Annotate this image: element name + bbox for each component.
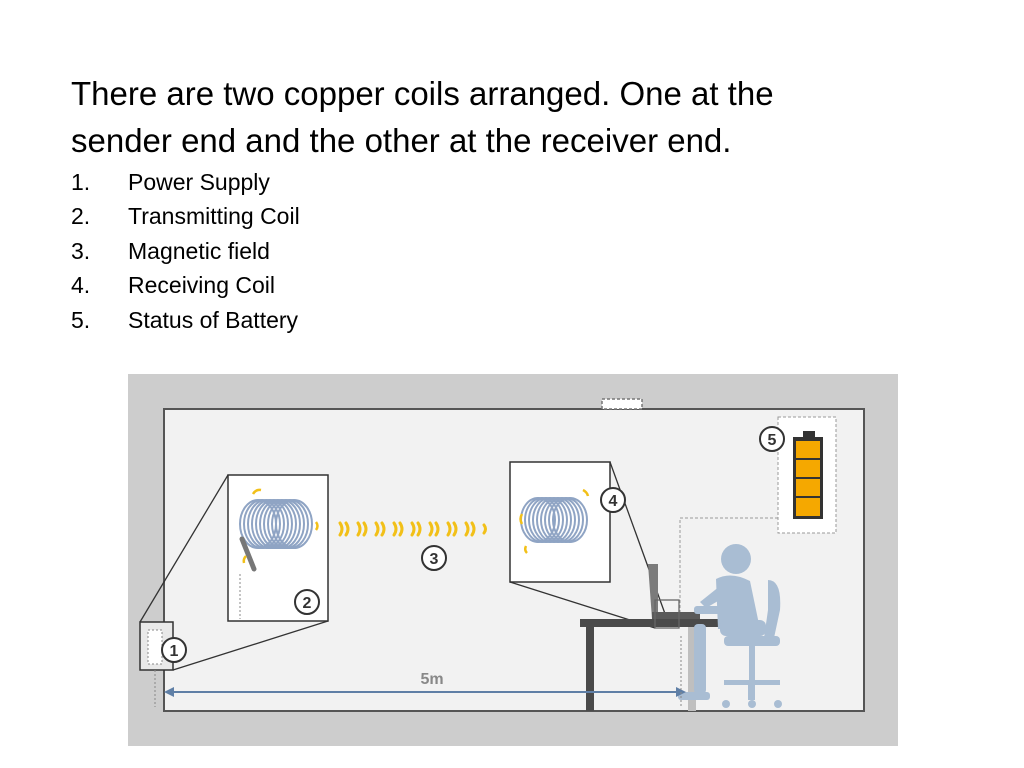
- laptop: [648, 564, 700, 629]
- wireless-charging-diagram: 5m 1 2 3 4 5: [128, 374, 898, 746]
- marker-4: 4: [600, 487, 626, 513]
- list-item: 3. Magnetic field: [71, 234, 300, 268]
- marker-5: 5: [759, 426, 785, 452]
- list-number: 1.: [71, 169, 91, 195]
- distance-indicator: 5m: [164, 636, 686, 708]
- receiving-coil-icon: [520, 497, 588, 543]
- transmitting-coil-icon: [239, 499, 313, 549]
- svg-text:2: 2: [303, 595, 312, 612]
- list-label: Magnetic field: [128, 237, 270, 264]
- battery-icon: [793, 431, 823, 519]
- list-item: 5. Status of Battery: [71, 303, 300, 337]
- person: [678, 544, 766, 700]
- magnetic-field-waves: [338, 521, 487, 537]
- list-number: 2.: [71, 203, 91, 230]
- list-label: Transmitting Coil: [128, 203, 300, 230]
- heading: There are two copper coils arranged. One…: [71, 70, 951, 164]
- distance-label: 5m: [420, 671, 443, 688]
- marker-1: 1: [161, 637, 187, 663]
- list-item: 4. Receiving Coil: [71, 268, 300, 302]
- ceiling-fixture: [601, 398, 643, 410]
- heading-line-1: There are two copper coils arranged. One…: [71, 75, 774, 112]
- list-label: Power Supply: [128, 169, 270, 195]
- marker-2: 2: [294, 589, 320, 615]
- svg-text:3: 3: [430, 551, 439, 568]
- list-label: Receiving Coil: [128, 272, 276, 299]
- list-label: Status of Battery: [128, 306, 299, 333]
- svg-text:4: 4: [609, 493, 618, 510]
- list-number: 3.: [71, 237, 91, 264]
- list-number: 5.: [71, 306, 91, 333]
- office-chair: [722, 580, 782, 708]
- receiving-coil-inset: [509, 461, 611, 583]
- heading-line-2: sender end and the other at the receiver…: [71, 122, 732, 159]
- svg-text:5: 5: [768, 432, 777, 449]
- desk: [580, 619, 722, 711]
- svg-text:1: 1: [170, 643, 179, 660]
- marker-3: 3: [421, 545, 447, 571]
- list-item: 1. Power Supply: [71, 165, 300, 199]
- list-number: 4.: [71, 272, 91, 299]
- component-list: 1. Power Supply 2. Transmitting Coil 3. Mag…: [71, 165, 300, 337]
- list-item: 2. Transmitting Coil: [71, 199, 300, 233]
